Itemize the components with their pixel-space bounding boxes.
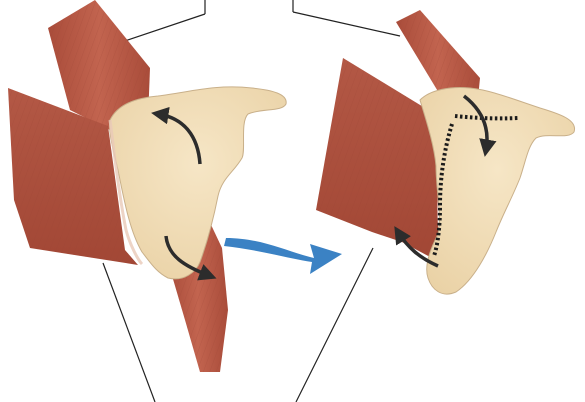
panel-before [8, 0, 286, 372]
leader-line-top-right-diag [293, 12, 400, 36]
panel-after [316, 10, 575, 294]
transition-arrow [224, 238, 342, 274]
leader-line-bottom-right [296, 248, 373, 402]
leader-line-bottom-left [103, 263, 155, 402]
